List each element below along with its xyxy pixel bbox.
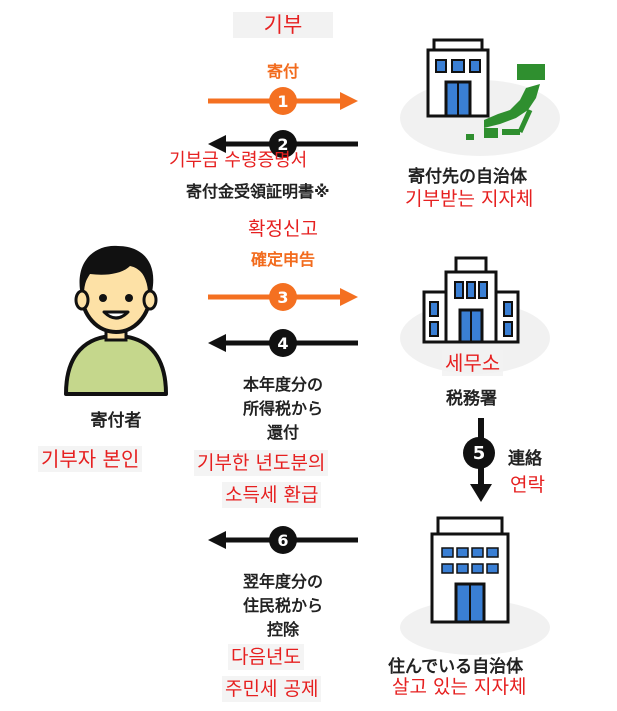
residence-municipality-building-icon [430,516,510,624]
step6-kr-line2: 주민세 공제 [222,676,322,702]
step4-jp-line3: 還付 [266,423,299,442]
step-circle-5 [463,437,495,469]
step-number-4: 4 [277,334,289,353]
step-circle-4 [269,329,297,357]
step-circle-1 [269,87,297,115]
step6-jp-line1: 翌年度分の [242,572,323,591]
step6-kr-line1: 다음년도 [228,644,304,670]
donor-kr-label: 기부자 본인 [38,446,143,472]
donor-jp-label: 寄付者 [90,411,142,431]
step3-jp-label: 確定申告 [250,250,315,269]
step6-jp-line3: 控除 [266,620,299,639]
municipality-building-map-icon [426,38,545,140]
tax-office-jp-label: 税務署 [446,389,497,409]
step5-kr-label: 연락 [510,474,545,496]
step2-kr-label: 기부금 수령증명서 [169,150,308,171]
step4-kr-line1: 기부한 년도분의 [194,450,329,476]
tax-office-kr-label: 세무소 [442,350,504,376]
municipality-residence-kr-label: 살고 있는 지자체 [392,676,527,698]
step4-jp-text: 本年度分の 所得税から 還付 [208,373,358,445]
donor-person-icon [64,245,168,396]
step1-kr-label: 기부 [233,12,333,38]
step6-jp-text: 翌年度分の 住民税から 控除 [208,570,358,642]
step-circle-3 [269,283,297,311]
step4-jp-line1: 本年度分の [242,375,323,394]
step4-kr-line2: 소득세 환급 [222,482,322,508]
step4-jp-line2: 所得税から [242,399,323,418]
step-number-6: 6 [277,531,289,550]
step1-jp-label: 寄付 [266,62,299,81]
step-number-5: 5 [472,443,486,464]
step6-jp-line2: 住民税から [242,596,323,615]
step5-jp-label: 連絡 [508,449,542,469]
step-number-1: 1 [277,92,289,111]
municipality-donated-kr-label: 기부받는 지자체 [405,188,534,210]
step3-kr-label: 확정신고 [248,218,318,240]
step-circle-2 [269,130,297,158]
municipality-residence-jp-label: 住んでいる自治体 [388,657,524,677]
step-number-3: 3 [277,288,289,307]
step-circle-6 [269,526,297,554]
step-number-2: 2 [277,135,289,154]
municipality-donated-jp-label: 寄付先の自治体 [408,167,527,187]
step2-jp-label: 寄付金受領証明書※ [186,182,330,201]
tax-office-building-icon [422,256,520,344]
